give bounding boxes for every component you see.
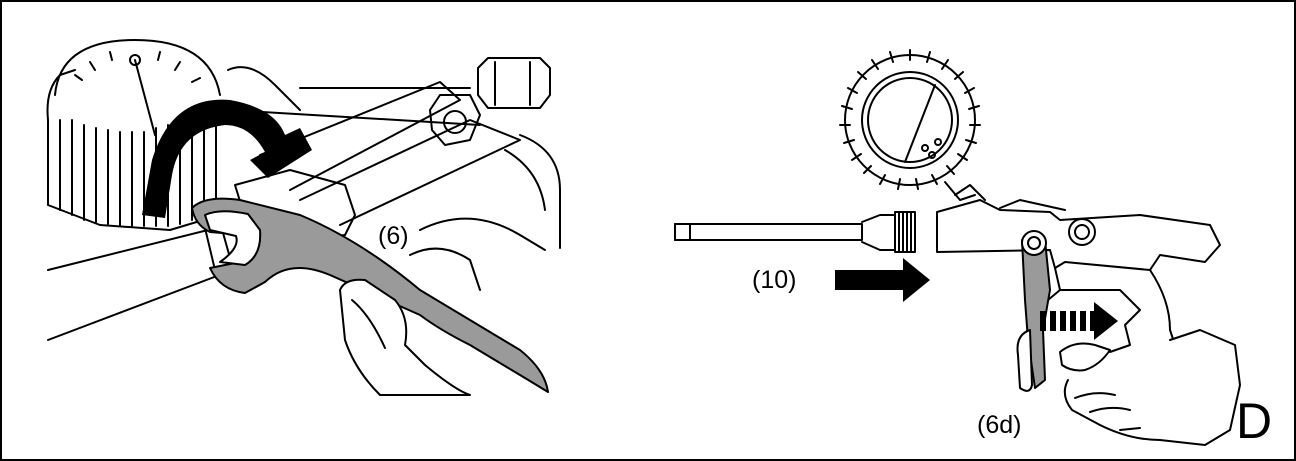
hose-lower [48, 268, 238, 340]
handle-body [420, 219, 545, 250]
gauge-needle [135, 60, 155, 135]
tube-lower [300, 120, 520, 225]
gun-screw [1069, 219, 1095, 245]
handle-body-2 [410, 249, 480, 290]
bracket-hole [444, 111, 466, 133]
gauge-dot [922, 145, 928, 151]
left-panel [48, 40, 561, 340]
nozzle-rod [675, 224, 862, 240]
pipe-right-2 [505, 150, 545, 210]
callout-6: (6) [378, 222, 409, 251]
nozzle-cone [862, 215, 895, 250]
dashed-arrow-icon [1040, 302, 1118, 340]
gun-top [955, 185, 1065, 210]
nozzle-tip [675, 224, 690, 240]
callout-10: (10) [752, 266, 796, 295]
gauge-needle [905, 85, 935, 162]
gun-screw-inner [1075, 225, 1089, 239]
hand-icon [1018, 330, 1241, 445]
hex-nut [478, 58, 550, 108]
gun-body [937, 200, 1220, 270]
gauge-boot-outer [845, 55, 975, 185]
push-arrow-icon [835, 258, 930, 302]
nozzle-thread [895, 212, 915, 252]
panel-letter: D [1236, 392, 1272, 450]
callout-6d: (6d) [977, 411, 1021, 440]
gauge-face [862, 72, 958, 168]
gauge-dot [935, 139, 941, 145]
hex-nut-detail [495, 62, 530, 105]
